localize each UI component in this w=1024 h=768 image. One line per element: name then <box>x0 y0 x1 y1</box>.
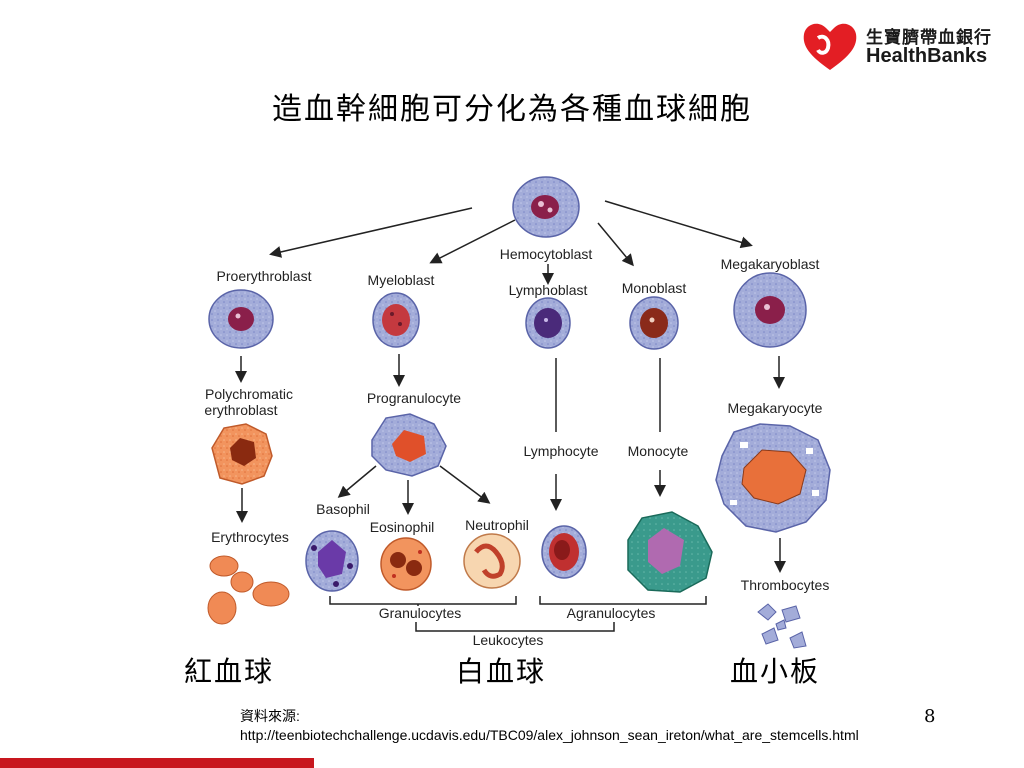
arrow-to-proerythroblast <box>269 207 473 258</box>
label-polychromatic: Polychromatic <box>205 386 293 402</box>
label-thrombocytes: Thrombocytes <box>741 577 830 593</box>
label-basophil: Basophil <box>316 501 370 517</box>
agranulocytes-bracket <box>539 596 707 605</box>
myeloblast-cell <box>372 292 420 348</box>
source-citation: 資料來源: http://teenbiotechchallenge.ucdavi… <box>240 707 859 745</box>
label-agranulocytes: Agranulocytes <box>567 605 656 621</box>
source-label: 資料來源: <box>240 708 300 724</box>
label-monocyte: Monocyte <box>628 443 689 459</box>
granulocytes-bracket <box>329 596 517 606</box>
bottom-accent-bar <box>0 758 314 768</box>
label-megakaryoblast: Megakaryoblast <box>721 256 820 272</box>
category-platelets: 血小板 <box>730 655 821 688</box>
polychromatic-erythroblast-cell <box>211 423 273 485</box>
label-lymphocyte: Lymphocyte <box>524 443 599 459</box>
label-erythroblast: erythroblast <box>204 402 277 418</box>
lymphoblast-cell <box>525 297 571 349</box>
label-hemocytoblast: Hemocytoblast <box>500 246 593 262</box>
monocyte-cell <box>627 511 713 593</box>
label-progranulocyte: Progranulocyte <box>367 390 461 406</box>
leukocytes-bracket <box>415 622 615 632</box>
hematopoiesis-diagram: Hemocytoblast Proerythroblast Myeloblast… <box>204 176 831 649</box>
arrow-to-myeloblast <box>429 219 516 264</box>
label-megakaryocyte: Megakaryocyte <box>728 400 823 416</box>
hemocytoblast-cell <box>512 176 580 238</box>
eosinophil-cell <box>380 537 432 591</box>
thrombocytes-cells <box>757 603 807 649</box>
label-eosinophil: Eosinophil <box>370 519 435 535</box>
megakaryoblast-cell <box>733 272 807 348</box>
category-red-blood-cells: 紅血球 <box>184 655 275 688</box>
category-white-blood-cells: 白血球 <box>456 655 547 688</box>
erythrocytes-cells <box>207 555 290 625</box>
label-monoblast: Monoblast <box>622 280 687 296</box>
label-leukocytes: Leukocytes <box>473 632 544 648</box>
arrow-to-basophil <box>337 465 377 498</box>
label-granulocytes: Granulocytes <box>379 605 461 621</box>
label-lymphoblast: Lymphoblast <box>509 282 588 298</box>
logo-name-en: HealthBanks <box>866 45 988 67</box>
label-proerythroblast: Proerythroblast <box>217 268 312 284</box>
label-erythrocytes: Erythrocytes <box>211 529 289 545</box>
arrow-to-megakaryoblast <box>604 200 753 249</box>
healthbanks-logo: 生寶臍帶血銀行 HealthBanks <box>800 18 1000 78</box>
arrow-to-neutrophil <box>439 465 491 504</box>
page-number: 8 <box>924 706 936 727</box>
progranulocyte-cell <box>371 413 447 477</box>
page-title: 造血幹細胞可分化為各種血球細胞 <box>272 92 752 127</box>
arrow-to-monoblast <box>597 222 634 267</box>
lymphocyte-cell <box>541 525 587 579</box>
megakaryocyte-cell <box>715 423 831 533</box>
label-neutrophil: Neutrophil <box>465 517 529 533</box>
source-url[interactable]: http://teenbiotechchallenge.ucdavis.edu/… <box>240 727 859 743</box>
heart-logo-icon <box>803 23 857 71</box>
basophil-cell <box>305 530 359 592</box>
monoblast-cell <box>629 296 679 350</box>
label-myeloblast: Myeloblast <box>368 272 435 288</box>
neutrophil-cell <box>463 533 521 589</box>
logo-name-cn: 生寶臍帶血銀行 <box>866 28 992 48</box>
proerythroblast-cell <box>208 289 274 349</box>
